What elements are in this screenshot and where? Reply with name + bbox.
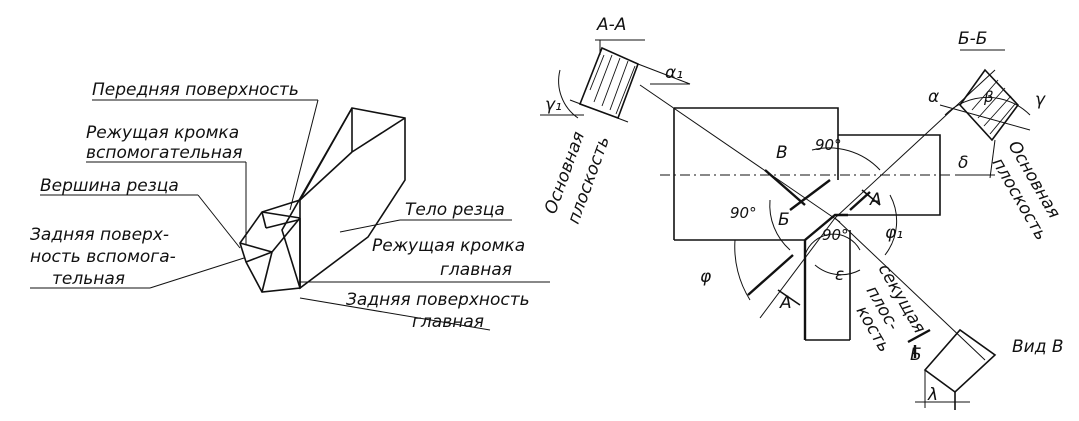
section-aa: [540, 39, 691, 123]
label-main-flank-1: Задняя поверхность: [346, 290, 530, 310]
label-mark-b-right: Б: [910, 345, 922, 365]
label-aux-flank-2: ность вспомога-: [30, 247, 176, 267]
label-phi1: φ₁: [885, 223, 903, 243]
left-leaders: [30, 99, 550, 331]
label-tip: Вершина резца: [40, 176, 179, 196]
label-main-edge-1: Режущая кромка: [372, 236, 525, 256]
label-view-v: Вид В: [1012, 337, 1064, 357]
label-gamma: γ: [1035, 90, 1046, 110]
label-angle-90-b: 90°: [730, 204, 757, 222]
section-bb: [939, 49, 1031, 179]
label-gamma1: γ₁: [545, 95, 562, 115]
label-delta: δ: [958, 153, 968, 173]
label-aux-edge-1: Режущая кромка: [86, 123, 239, 143]
label-alpha1: α₁: [665, 63, 683, 83]
label-angle-90-c: 90°: [822, 226, 849, 244]
label-epsilon: ε: [835, 265, 844, 285]
label-main-flank-2: главная: [412, 312, 484, 332]
view-v: [907, 328, 997, 410]
label-aux-flank-3: тельная: [52, 269, 125, 289]
label-angle-90-a: 90°: [815, 136, 842, 154]
label-aux-edge-2: вспомогательная: [86, 143, 242, 163]
plan-view: [639, 69, 996, 361]
label-body: Тело резца: [405, 200, 505, 220]
label-section-aa: А-А: [596, 15, 626, 35]
label-mark-a-left: А: [779, 293, 792, 313]
label-phi: φ: [700, 267, 712, 287]
label-mark-a-right: А: [869, 190, 882, 210]
label-mark-v: В: [776, 143, 788, 163]
label-beta: β: [983, 88, 994, 106]
label-main-edge-2: главная: [440, 260, 512, 280]
label-aux-flank-1: Задняя поверх-: [30, 225, 169, 245]
left-labels: Передняя поверхность Режущая кромка вспо…: [30, 80, 530, 332]
label-alpha: α: [928, 87, 939, 107]
label-section-bb: Б-Б: [958, 29, 987, 49]
label-mark-b-left: Б: [778, 210, 790, 230]
right-labels: А-А Б-Б α₁ γ₁ α β γ δ Основная плоскость…: [541, 15, 1064, 405]
label-front-surface: Передняя поверхность: [92, 80, 299, 100]
label-lambda: λ: [927, 385, 938, 405]
cutter-isometric: [239, 107, 406, 293]
